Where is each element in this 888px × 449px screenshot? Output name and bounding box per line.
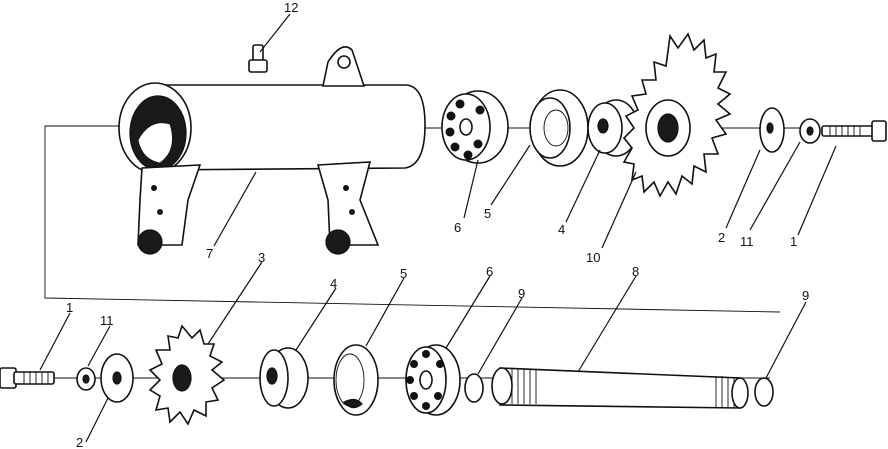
washer-right bbox=[759, 107, 785, 153]
seal-left bbox=[333, 344, 379, 416]
bolt-right bbox=[821, 120, 887, 142]
leader-lines bbox=[39, 13, 837, 443]
callout-4-left: 4 bbox=[330, 276, 337, 291]
callout-5-right: 5 bbox=[484, 206, 491, 221]
callout-11-left: 11 bbox=[100, 313, 114, 328]
sprocket-large bbox=[622, 32, 732, 198]
oring-left bbox=[464, 373, 484, 403]
callout-9-right: 9 bbox=[802, 288, 809, 303]
washer-left bbox=[100, 353, 134, 403]
callout-labels: 12 7 6 5 4 10 2 11 1 1 11 2 3 4 5 6 9 8 … bbox=[66, 0, 809, 449]
callout-7: 7 bbox=[206, 246, 213, 261]
callout-6-left: 6 bbox=[486, 264, 493, 279]
oring-right bbox=[754, 377, 774, 407]
housing bbox=[118, 46, 426, 255]
lockwasher-left bbox=[76, 367, 96, 391]
sprocket-small bbox=[148, 324, 226, 426]
callout-4-right: 4 bbox=[558, 222, 565, 237]
callout-1-right: 1 bbox=[790, 234, 797, 249]
lockwasher-right bbox=[799, 118, 821, 144]
callout-5-left: 5 bbox=[400, 266, 407, 281]
callout-1-left: 1 bbox=[66, 300, 73, 315]
spacer-left bbox=[259, 347, 309, 409]
shaft bbox=[491, 367, 749, 409]
callout-8: 8 bbox=[632, 264, 639, 279]
callout-2-left: 2 bbox=[76, 435, 83, 449]
callout-3: 3 bbox=[258, 250, 265, 265]
bearing-left bbox=[405, 344, 461, 416]
callout-10: 10 bbox=[586, 250, 600, 265]
grease-fitting bbox=[248, 44, 268, 73]
callout-11-right: 11 bbox=[740, 234, 754, 249]
bolt-left bbox=[0, 367, 55, 389]
spacer-right bbox=[587, 99, 639, 157]
callout-9-left: 9 bbox=[518, 286, 525, 301]
callout-12: 12 bbox=[284, 0, 298, 15]
bearing-right bbox=[441, 90, 509, 164]
callout-6-right: 6 bbox=[454, 220, 461, 235]
callout-2-right: 2 bbox=[718, 230, 725, 245]
seal-right bbox=[529, 89, 589, 167]
